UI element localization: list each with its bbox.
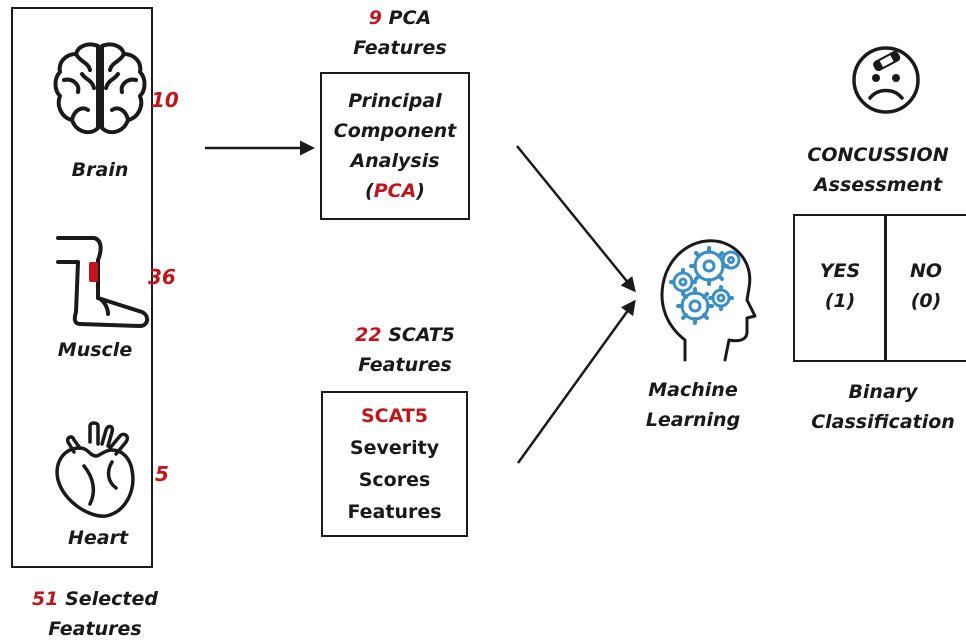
pca-acronym: PCA bbox=[373, 180, 417, 202]
selected-features-label-line2: Features bbox=[48, 618, 142, 640]
pca-paren-open: ( bbox=[365, 180, 374, 202]
scat5-features-count: 22 bbox=[355, 324, 382, 346]
brain-feature-count: 10 bbox=[151, 88, 179, 112]
binary-classification-line2: Classification bbox=[811, 411, 955, 433]
scat5-box-line1: SCAT5 bbox=[360, 405, 429, 427]
yes-label: YES bbox=[819, 260, 861, 282]
ml-label-line1: Machine bbox=[648, 379, 738, 401]
pca-features-caption: 9 PCA bbox=[330, 3, 470, 33]
leg-muscle-icon bbox=[56, 236, 149, 328]
pca-box-line3: Analysis bbox=[350, 150, 440, 172]
scat5-caption-line2: Features bbox=[358, 354, 452, 376]
assessment-title-line1: CONCUSSION bbox=[807, 144, 949, 166]
heart-icon bbox=[55, 421, 135, 518]
pca-caption-line2: Features bbox=[353, 37, 447, 59]
classification-table bbox=[793, 214, 966, 362]
yes-value: (1) bbox=[824, 290, 856, 312]
muscle-feature-count: 36 bbox=[148, 265, 176, 289]
brain-icon bbox=[53, 42, 147, 135]
binary-classification-line1: Binary bbox=[848, 381, 918, 403]
scat5-box-line2: Severity bbox=[349, 437, 440, 459]
ml-label-line2: Learning bbox=[645, 409, 741, 431]
selected-features-panel bbox=[11, 7, 153, 568]
muscle-label: Muscle bbox=[57, 339, 133, 361]
arrow-scat5-to-ml bbox=[516, 299, 636, 464]
no-label: NO bbox=[909, 260, 943, 282]
scat5-caption-line1: SCAT5 bbox=[388, 324, 455, 346]
pca-caption-line1: PCA bbox=[388, 7, 432, 29]
pca-features-count: 9 bbox=[368, 7, 383, 29]
pca-box bbox=[320, 72, 470, 220]
scat5-box bbox=[321, 391, 468, 537]
scat5-box-line4: Features bbox=[347, 501, 442, 523]
classification-divider bbox=[884, 214, 887, 362]
brain-label: Brain bbox=[71, 159, 129, 181]
pca-box-line1: Principal bbox=[348, 90, 442, 112]
no-value: (0) bbox=[910, 290, 942, 312]
pca-box-line4: (PCA) bbox=[320, 176, 470, 206]
scat5-features-caption: 22 SCAT5 bbox=[330, 320, 480, 350]
heart-label: Heart bbox=[67, 527, 129, 549]
sad-face-bandage-icon bbox=[852, 46, 920, 114]
arrow-pca-to-ml bbox=[516, 145, 636, 293]
machine-learning-head-icon bbox=[660, 239, 757, 362]
pca-paren-close: ) bbox=[416, 180, 425, 202]
selected-features-caption: 51 Selected bbox=[20, 584, 170, 614]
pca-box-line2: Component bbox=[333, 120, 457, 142]
assessment-title-line2: Assessment bbox=[813, 174, 943, 196]
heart-feature-count: 5 bbox=[155, 462, 169, 486]
scat5-box-line3: Scores bbox=[358, 469, 431, 491]
selected-features-count: 51 bbox=[32, 588, 59, 610]
selected-features-label-line1: Selected bbox=[65, 588, 158, 610]
